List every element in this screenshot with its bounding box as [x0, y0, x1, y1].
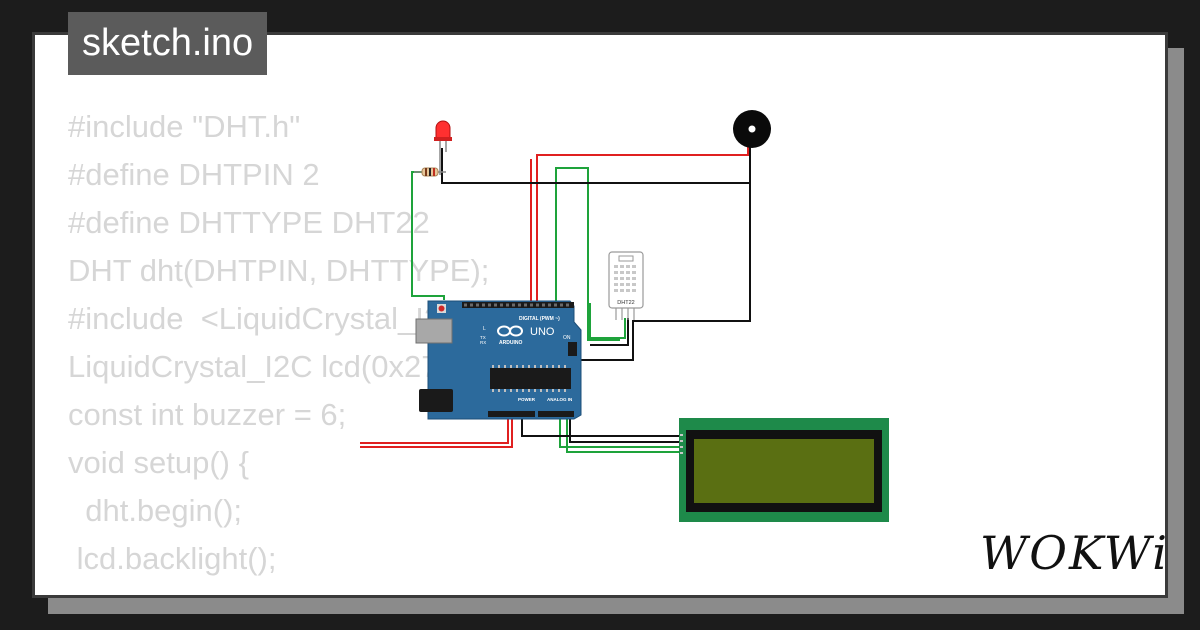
power-header	[488, 411, 535, 417]
arduino-logo	[497, 325, 523, 337]
wire-green	[555, 167, 620, 341]
code-line: void setup() {	[68, 445, 249, 480]
arduino-uno-board: DIGITAL (PWM ~) UNO ARDUINO L TX RX ON P…	[415, 300, 582, 420]
wire-black	[590, 318, 629, 346]
wire-black	[490, 183, 751, 361]
wire-green	[411, 171, 445, 300]
led	[434, 120, 452, 175]
rx-label: RX	[480, 340, 486, 345]
on-label: ON	[563, 335, 571, 341]
preview-card: #include "DHT.h" #define DHTPIN 2 #defin…	[32, 32, 1168, 598]
buzzer	[733, 110, 771, 148]
code-line: #define DHTPIN 2	[68, 157, 320, 192]
wire-green	[559, 417, 683, 448]
power-jack	[419, 389, 453, 412]
code-line: #include "DHT.h"	[68, 109, 301, 144]
dht22-label: DHT22	[617, 300, 634, 306]
power-label: POWER	[518, 397, 536, 402]
code-line: #define DHTTYPE DHT22	[68, 205, 430, 240]
code-line: dht.begin();	[68, 493, 243, 528]
wire-red	[530, 159, 532, 303]
dht22-sensor: DHT22	[608, 251, 644, 320]
reset-button	[438, 305, 445, 312]
code-line: DHT dht(DHTPIN, DHTTYPE);	[68, 253, 490, 288]
wire-black	[569, 417, 683, 443]
file-title: sketch.ino	[68, 12, 268, 75]
wire-green	[566, 417, 683, 453]
board-brand: ARDUINO	[499, 340, 522, 346]
lcd-display	[679, 418, 889, 522]
board-model: UNO	[530, 326, 555, 338]
analog-header	[538, 411, 574, 417]
icsp-header	[568, 342, 577, 356]
digital-label: DIGITAL (PWM ~)	[519, 316, 560, 322]
wire-black	[441, 142, 751, 184]
code-line: const int buzzer = 6;	[68, 397, 347, 432]
analog-label: ANALOG IN	[547, 397, 572, 402]
usb-port	[415, 318, 453, 344]
wokwi-logo: WOKWi	[980, 526, 1169, 580]
code-line: lcd.backlight();	[68, 541, 277, 576]
resistor	[414, 167, 446, 177]
wire-red	[536, 142, 749, 303]
code-line: lcd.init();	[68, 583, 526, 595]
l-label: L	[483, 326, 486, 332]
tx-label: TX	[480, 335, 486, 340]
lcd-screen	[694, 439, 874, 503]
wire-green	[589, 303, 626, 339]
atmega-chip	[490, 368, 571, 389]
